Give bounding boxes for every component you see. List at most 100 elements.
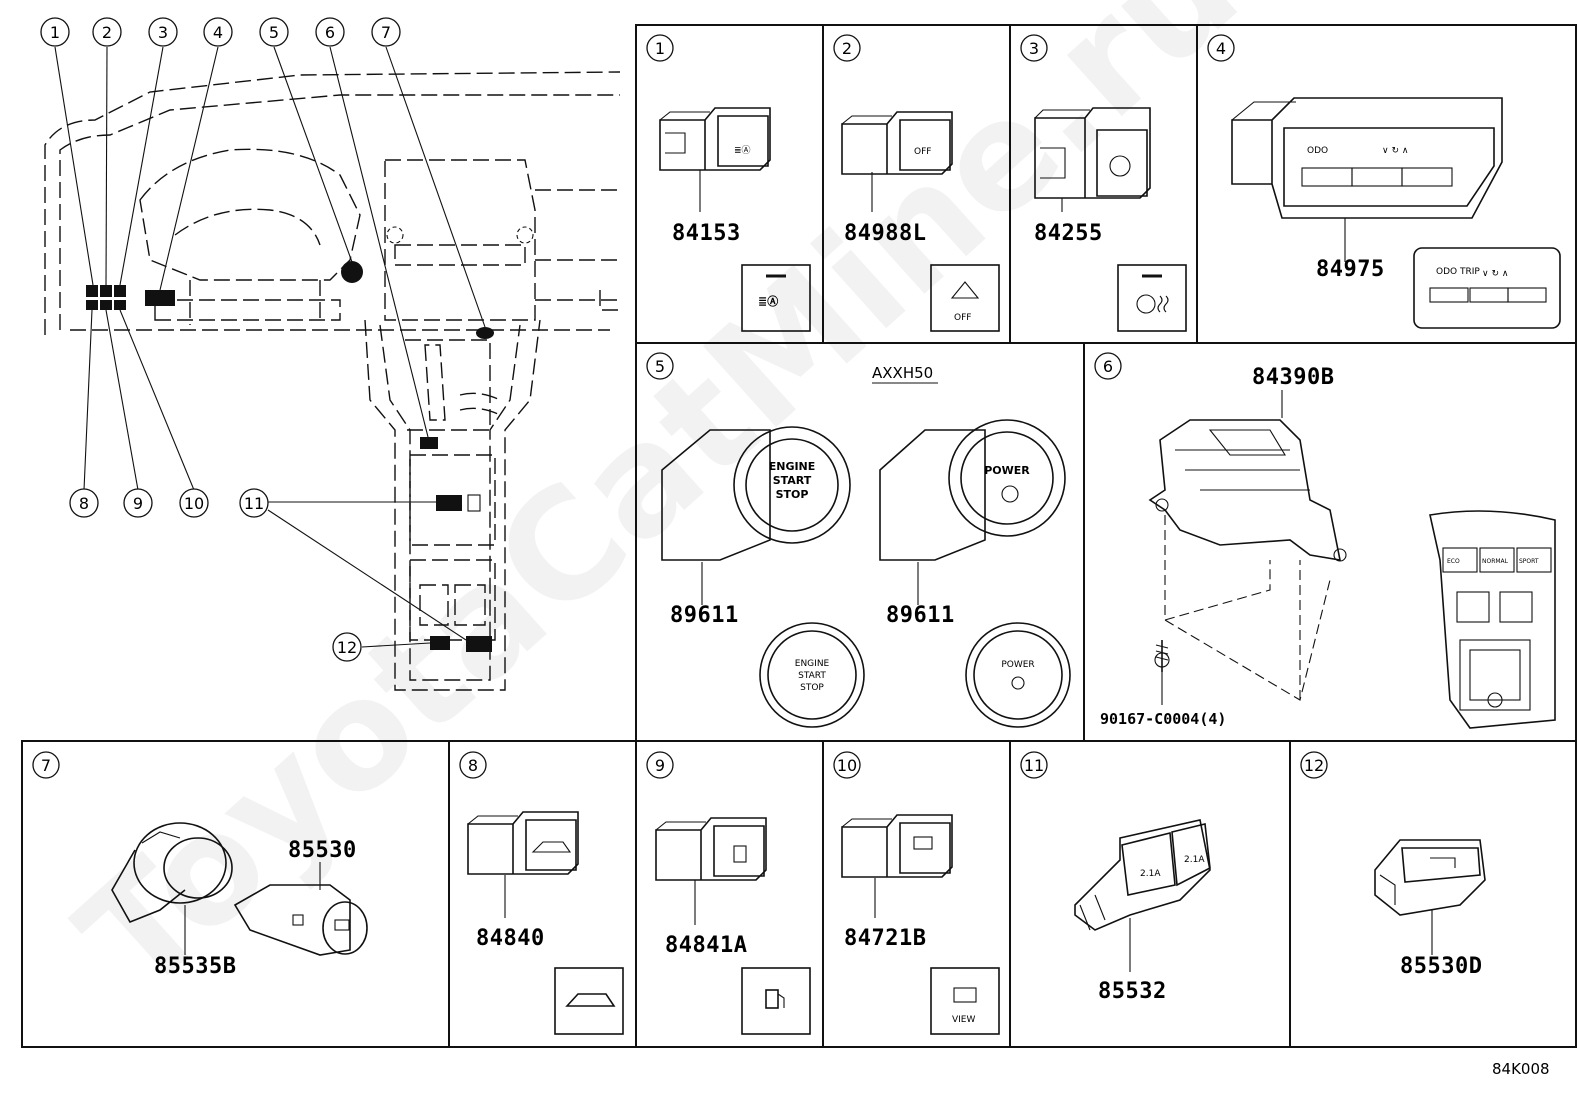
- normal-label: NORMAL: [1482, 558, 1509, 565]
- callout-4-label: 4: [213, 23, 223, 42]
- power-label: POWER: [984, 464, 1030, 477]
- engine-label: ENGINE: [769, 460, 816, 473]
- part-85530D: 85530D: [1400, 954, 1482, 979]
- traction-off-label: OFF: [954, 313, 971, 323]
- part-84975: 84975: [1316, 257, 1385, 282]
- part-84153: 84153: [672, 221, 741, 246]
- callout-11: [239, 488, 269, 518]
- heated-wheel-icon: [1136, 294, 1156, 314]
- callout-12: [332, 632, 362, 662]
- power-button-front: [965, 622, 1071, 728]
- trunk-icon: [565, 993, 616, 1007]
- callout-9-label: 9: [133, 494, 143, 513]
- panel-1-number: 1: [655, 39, 665, 58]
- panel-5-number: 5: [655, 357, 665, 376]
- part-84721B: 84721B: [844, 926, 926, 951]
- part-84988L: 84988L: [844, 221, 926, 246]
- eco-label: ECO: [1447, 558, 1460, 565]
- callout-3-label: 3: [158, 23, 168, 42]
- callout-6-label: 6: [325, 23, 335, 42]
- panel-10: 10 84721B VIEW: [833, 751, 1000, 1035]
- outlet-drawing: [1374, 839, 1486, 916]
- fuel-door-icon: [765, 989, 779, 1009]
- callout-3: [148, 17, 178, 47]
- switch-drawing: [1034, 107, 1151, 199]
- svg-text:∨ ↻ ∧: ∨ ↻ ∧: [1482, 269, 1508, 279]
- start-label: START: [773, 474, 812, 487]
- panel-9-number: 9: [655, 756, 665, 775]
- callout-12-label: 12: [337, 638, 357, 657]
- panel-6: 6 84390B 90167-C0004(4) ECO NORMAL SPORT: [1094, 352, 1556, 729]
- callout-10-label: 10: [184, 494, 204, 513]
- engine-front-label: ENGINE: [795, 659, 830, 669]
- icon-box: [930, 967, 1000, 1035]
- callout-2-label: 2: [102, 23, 112, 42]
- stop-label: STOP: [776, 488, 809, 501]
- shift-switch-drawing: [1148, 419, 1347, 562]
- switch-drawing: ≣Ⓐ: [659, 107, 771, 171]
- panel-grid: [21, 24, 1577, 1048]
- panel-8: 8 84840: [459, 751, 624, 1035]
- odo-trip-label: ODO TRIP: [1436, 267, 1480, 277]
- part-85530: 85530: [288, 838, 357, 863]
- panel-6-number: 6: [1103, 357, 1113, 376]
- panel-11: 11 2.1A 2.1A 85532: [1020, 751, 1211, 1004]
- part-84255: 84255: [1034, 221, 1103, 246]
- switch-drawing: [655, 817, 767, 881]
- part-90167-C0004: 90167-C0004(4): [1100, 710, 1226, 728]
- part-89611-b: 89611: [886, 603, 955, 628]
- panel-1: 1 ≣Ⓐ 84153 ≣Ⓐ: [646, 34, 811, 332]
- overview-callouts: 1 2 3 4 5 6 7 8 9 10 11 12: [40, 17, 486, 662]
- icon-box: [1117, 264, 1187, 332]
- callout-8: [69, 488, 99, 518]
- icon-box: [741, 967, 811, 1035]
- engine-start-button-front: [759, 622, 865, 728]
- part-84841A: 84841A: [665, 933, 747, 958]
- switch-drawing: OFF: [841, 111, 953, 175]
- callout-7-label: 7: [381, 23, 391, 42]
- headlight-auto-icon: ≣Ⓐ: [758, 294, 778, 308]
- panel-7-number: 7: [41, 756, 51, 775]
- panel-12: 12 85530D: [1300, 751, 1486, 979]
- panel-10-number: 10: [837, 756, 857, 775]
- switch-drawing: [467, 811, 579, 875]
- odo-trip-box: [1413, 247, 1561, 329]
- callout-5-label: 5: [269, 23, 279, 42]
- svg-text:OFF: OFF: [914, 147, 931, 157]
- panel-2: 2 OFF 84988L OFF: [833, 34, 1000, 332]
- start-button-drawing-b: POWER: [879, 419, 1066, 561]
- part-89611-a: 89611: [670, 603, 739, 628]
- callout-11-label: 11: [244, 494, 264, 513]
- callout-7: [371, 17, 401, 47]
- icon-box: [554, 967, 624, 1035]
- view-label: VIEW: [952, 1015, 975, 1025]
- variant-axxh50: AXXH50: [872, 364, 933, 382]
- svg-text:≣Ⓐ: ≣Ⓐ: [734, 145, 751, 156]
- callout-4: [203, 17, 233, 47]
- callout-1-label: 1: [50, 23, 60, 42]
- power-front-label: POWER: [1001, 660, 1034, 670]
- bolt-drawing: [1154, 640, 1170, 672]
- panel-4: 4 ODO ∨ ↻ ∧ 84975 ODO TRIP ∨ ↻ ∧: [1207, 34, 1561, 329]
- svg-text:ODO: ODO: [1307, 146, 1328, 156]
- callout-6: [315, 17, 345, 47]
- stop-front-label: STOP: [800, 683, 824, 693]
- view-icon: [953, 987, 977, 1003]
- start-button-drawing-a: ENGINE START STOP: [661, 426, 851, 561]
- panel-4-number: 4: [1216, 39, 1226, 58]
- part-85535B: 85535B: [154, 954, 236, 979]
- console-panel-drawing: ECO NORMAL SPORT: [1429, 510, 1556, 729]
- panel-5: 5 AXXH50 ENGINE START STOP 89611 POWER 8…: [646, 352, 1071, 728]
- power-front-icon: [1011, 676, 1025, 690]
- socket-drawing: [233, 884, 368, 956]
- part-85532: 85532: [1098, 979, 1167, 1004]
- panel-2-number: 2: [842, 39, 852, 58]
- icon-box: [741, 264, 811, 332]
- callout-8-label: 8: [79, 494, 89, 513]
- panel-12-number: 12: [1304, 756, 1324, 775]
- callout-5: [259, 17, 289, 47]
- callout-9: [123, 488, 153, 518]
- switch-drawing: ODO ∨ ↻ ∧: [1231, 97, 1503, 219]
- start-front-label: START: [798, 671, 826, 681]
